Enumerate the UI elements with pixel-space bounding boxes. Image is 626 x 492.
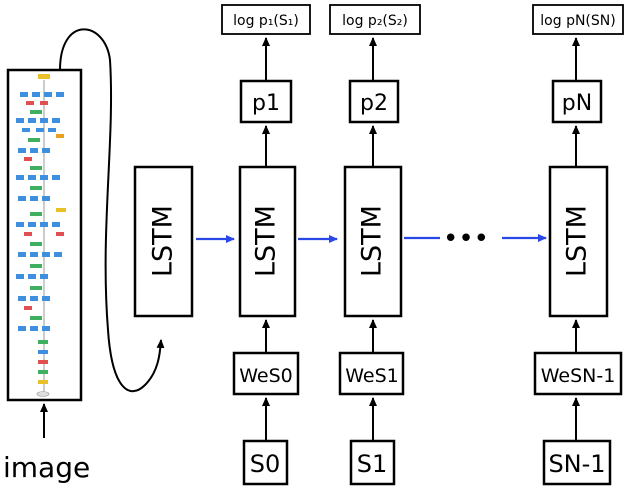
- lstm-image: LSTM: [133, 165, 194, 318]
- step-column-1: log p₂(S₂) p2 LSTM WeS1 S1: [329, 4, 421, 486]
- embedding-label: WeS0: [239, 365, 293, 387]
- log-prob-label: log p₂(S₂): [342, 13, 408, 29]
- lstm-box: [238, 165, 297, 318]
- embedding-box: [533, 351, 623, 396]
- ellipsis: •••: [443, 224, 489, 254]
- lstm-label: LSTM: [562, 205, 593, 277]
- word-box: [349, 439, 396, 486]
- lstm-box: [548, 165, 609, 318]
- log-prob-label: log p₁(S₁): [233, 13, 299, 29]
- prob-box: [348, 79, 400, 124]
- prob-label: p1: [252, 91, 280, 116]
- lstm-label: LSTM: [148, 205, 179, 277]
- image-label: image: [3, 451, 90, 484]
- log-prob-box: [532, 4, 624, 35]
- step-column-0: log p₁(S₁) p1 LSTM WeS0 S0: [221, 4, 311, 486]
- word-box: [542, 439, 612, 486]
- cnn-network-icon: [16, 74, 66, 397]
- cnn-to-lstm-connector: [59, 28, 165, 393]
- cnn-panel: [6, 68, 83, 402]
- word-label: S0: [250, 450, 281, 478]
- word-box: [242, 439, 289, 486]
- lstm-label: LSTM: [251, 205, 282, 277]
- prob-box: [239, 79, 293, 124]
- lstm-box: [343, 165, 403, 318]
- log-prob-box: [221, 4, 311, 35]
- embedding-label: WeSN-1: [541, 365, 616, 387]
- embedding-label: WeS1: [345, 365, 399, 387]
- step-column-n: log pN(SN) pN LSTM WeSN-1 SN-1: [532, 4, 624, 486]
- prob-label: pN: [562, 91, 592, 116]
- word-label: S1: [357, 450, 388, 478]
- prob-label: p2: [360, 91, 388, 116]
- embedding-box: [232, 351, 300, 396]
- prob-box: [551, 79, 603, 124]
- log-prob-label: log pN(SN): [540, 13, 615, 29]
- log-prob-box: [329, 4, 421, 35]
- lstm-label: LSTM: [357, 205, 388, 277]
- word-label: SN-1: [548, 450, 605, 478]
- embedding-box: [338, 351, 405, 396]
